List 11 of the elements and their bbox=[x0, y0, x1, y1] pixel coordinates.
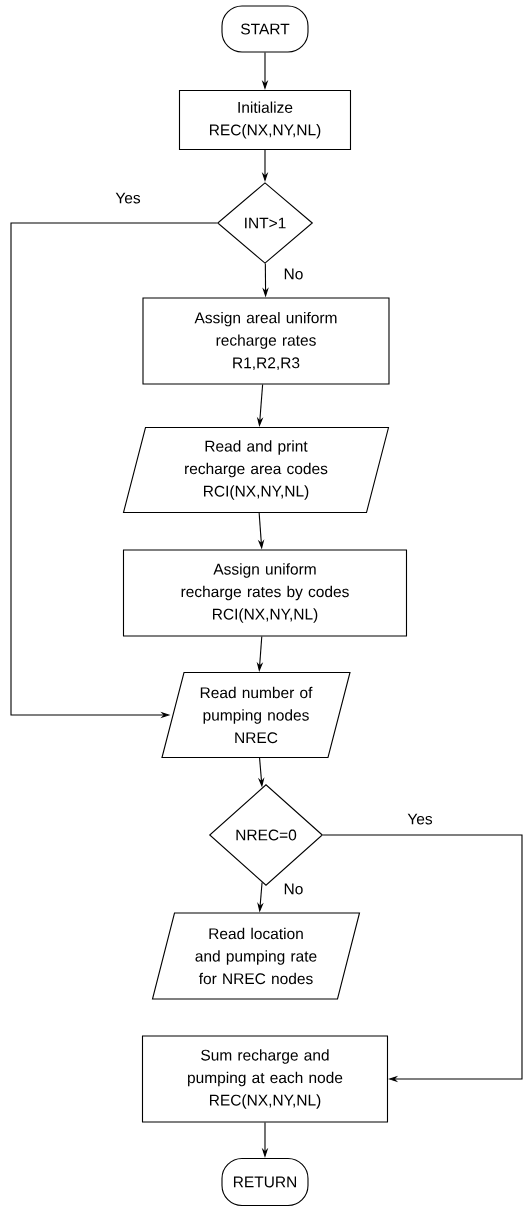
process-box: Sum recharge and pumping at each node REC(NX,NY,NL) bbox=[141, 1035, 389, 1123]
process-box: Initialize REC(NX,NY,NL) bbox=[178, 89, 352, 151]
process-box: Assign areal uniform recharge rates R1,R2,R3 bbox=[142, 297, 390, 385]
input-parallelogram: Read and print recharge area codes RCI(NX,NY,NL) bbox=[122, 426, 390, 514]
edge-label: Yes bbox=[114, 191, 142, 205]
edge-label: Yes bbox=[406, 812, 434, 826]
edge-label: No bbox=[282, 267, 305, 281]
arrow bbox=[322, 834, 523, 1083]
process-box: Assign uniform recharge rates by codes RCI(NX,NY,NL) bbox=[122, 549, 408, 637]
input-parallelogram: Read location and pumping rate for NREC nodes bbox=[151, 912, 361, 1000]
input-parallelogram: Read number of pumping nodes NREC bbox=[161, 671, 351, 759]
